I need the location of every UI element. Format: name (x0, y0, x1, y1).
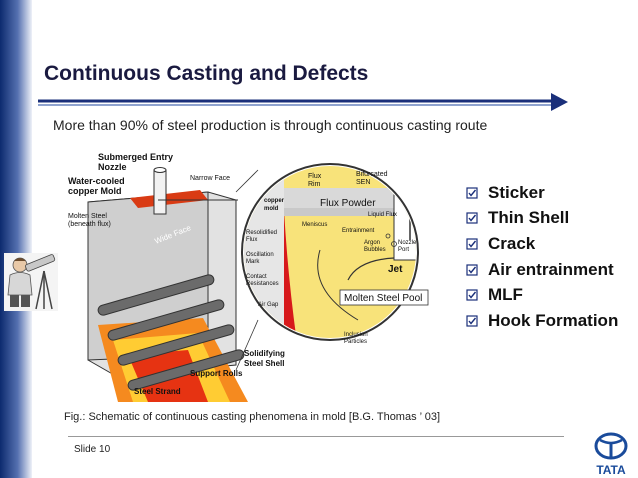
person-with-telescope-icon (4, 253, 60, 311)
list-item: Sticker (466, 180, 618, 206)
checkbox-bullet-icon (466, 289, 478, 301)
checkbox-bullet-icon (466, 315, 478, 327)
label-bifurcated-sen: Bifurcated (356, 171, 388, 178)
checkbox-bullet-icon (466, 212, 478, 224)
label-entrainment: Entrainment (342, 228, 375, 234)
svg-text:Mark: Mark (246, 259, 260, 265)
svg-text:Particles: Particles (344, 339, 367, 345)
svg-text:mold: mold (264, 206, 279, 212)
label-air-gap: Air Gap (258, 302, 279, 308)
slide-title: Continuous Casting and Defects (44, 62, 369, 85)
svg-text:Rim: Rim (308, 181, 321, 188)
tata-logo: TATA (594, 432, 628, 476)
list-item: MLF (466, 282, 618, 308)
list-item: Hook Formation (466, 308, 618, 334)
svg-text:Resistances: Resistances (246, 281, 279, 287)
list-item-label: Thin Shell (488, 208, 570, 228)
list-item: Air entrainment (466, 257, 618, 283)
label-jet: Jet (388, 264, 403, 275)
svg-text:Port: Port (398, 247, 409, 253)
checkbox-bullet-icon (466, 263, 478, 276)
svg-text:Bubbles: Bubbles (364, 247, 386, 253)
list-item-label: MLF (488, 285, 523, 305)
label-molten-steel: Molten Steel (68, 213, 107, 220)
checkbox-bullet-icon (466, 238, 478, 250)
list-item: Crack (466, 231, 618, 257)
list-item-label: Sticker (488, 182, 545, 202)
label-flux-powder: Flux Powder (320, 198, 376, 209)
label-argon-bubbles: Argon (364, 240, 380, 246)
list-item-label: Air entrainment (488, 259, 614, 279)
slide-subtitle: More than 90% of steel production is thr… (53, 117, 488, 133)
label-liquid-flux: Liquid Flux (368, 212, 397, 218)
label-resolidified-flux: Resolidified (246, 230, 277, 236)
label-solidifying-steel-shell: Solidifying (244, 349, 285, 358)
svg-text:Flux: Flux (246, 237, 257, 243)
label-inclusion-particles: Inclusion (344, 332, 368, 338)
left-accent-band (0, 0, 32, 478)
defect-list: Sticker Thin Shell Crack Air entrainment… (466, 180, 618, 334)
label-oscillation-mark: Oscillation (246, 252, 274, 258)
label-flux-rim: Flux (308, 173, 322, 180)
label-steel-strand: Steel Strand (134, 387, 181, 396)
checkbox-bullet-icon (466, 187, 478, 199)
label-water-cooled-mold: Water-cooled (68, 176, 125, 186)
label-copper-mold: copper (264, 198, 285, 204)
slide-number: Slide 10 (74, 444, 111, 455)
figure-caption: Fig.: Schematic of continuous casting ph… (64, 411, 441, 423)
svg-text:copper Mold: copper Mold (68, 186, 122, 196)
label-submerged-entry-nozzle: Submerged Entry (98, 152, 173, 162)
continuous-casting-schematic: Submerged Entry Nozzle Water-cooled copp… (58, 140, 466, 402)
logo-wordmark: TATA (596, 463, 626, 476)
label-support-rolls: Support Rolls (190, 369, 243, 378)
svg-text:SEN: SEN (356, 179, 370, 186)
label-contact-resistances: Contact (246, 274, 267, 280)
svg-text:(beneath flux): (beneath flux) (68, 221, 111, 228)
footer-divider (68, 436, 564, 437)
list-item-label: Crack (488, 233, 536, 253)
label-nozzle-port: Nozzle (398, 240, 417, 246)
svg-text:Steel Shell: Steel Shell (244, 359, 284, 368)
label-meniscus: Meniscus (302, 222, 327, 228)
svg-text:Nozzle: Nozzle (98, 162, 127, 172)
label-molten-steel-pool: Molten Steel Pool (344, 293, 422, 304)
label-narrow-face: Narrow Face (190, 175, 230, 182)
list-item: Thin Shell (466, 206, 618, 232)
list-item-label: Hook Formation (488, 310, 619, 330)
title-underline-arrow (38, 93, 568, 111)
